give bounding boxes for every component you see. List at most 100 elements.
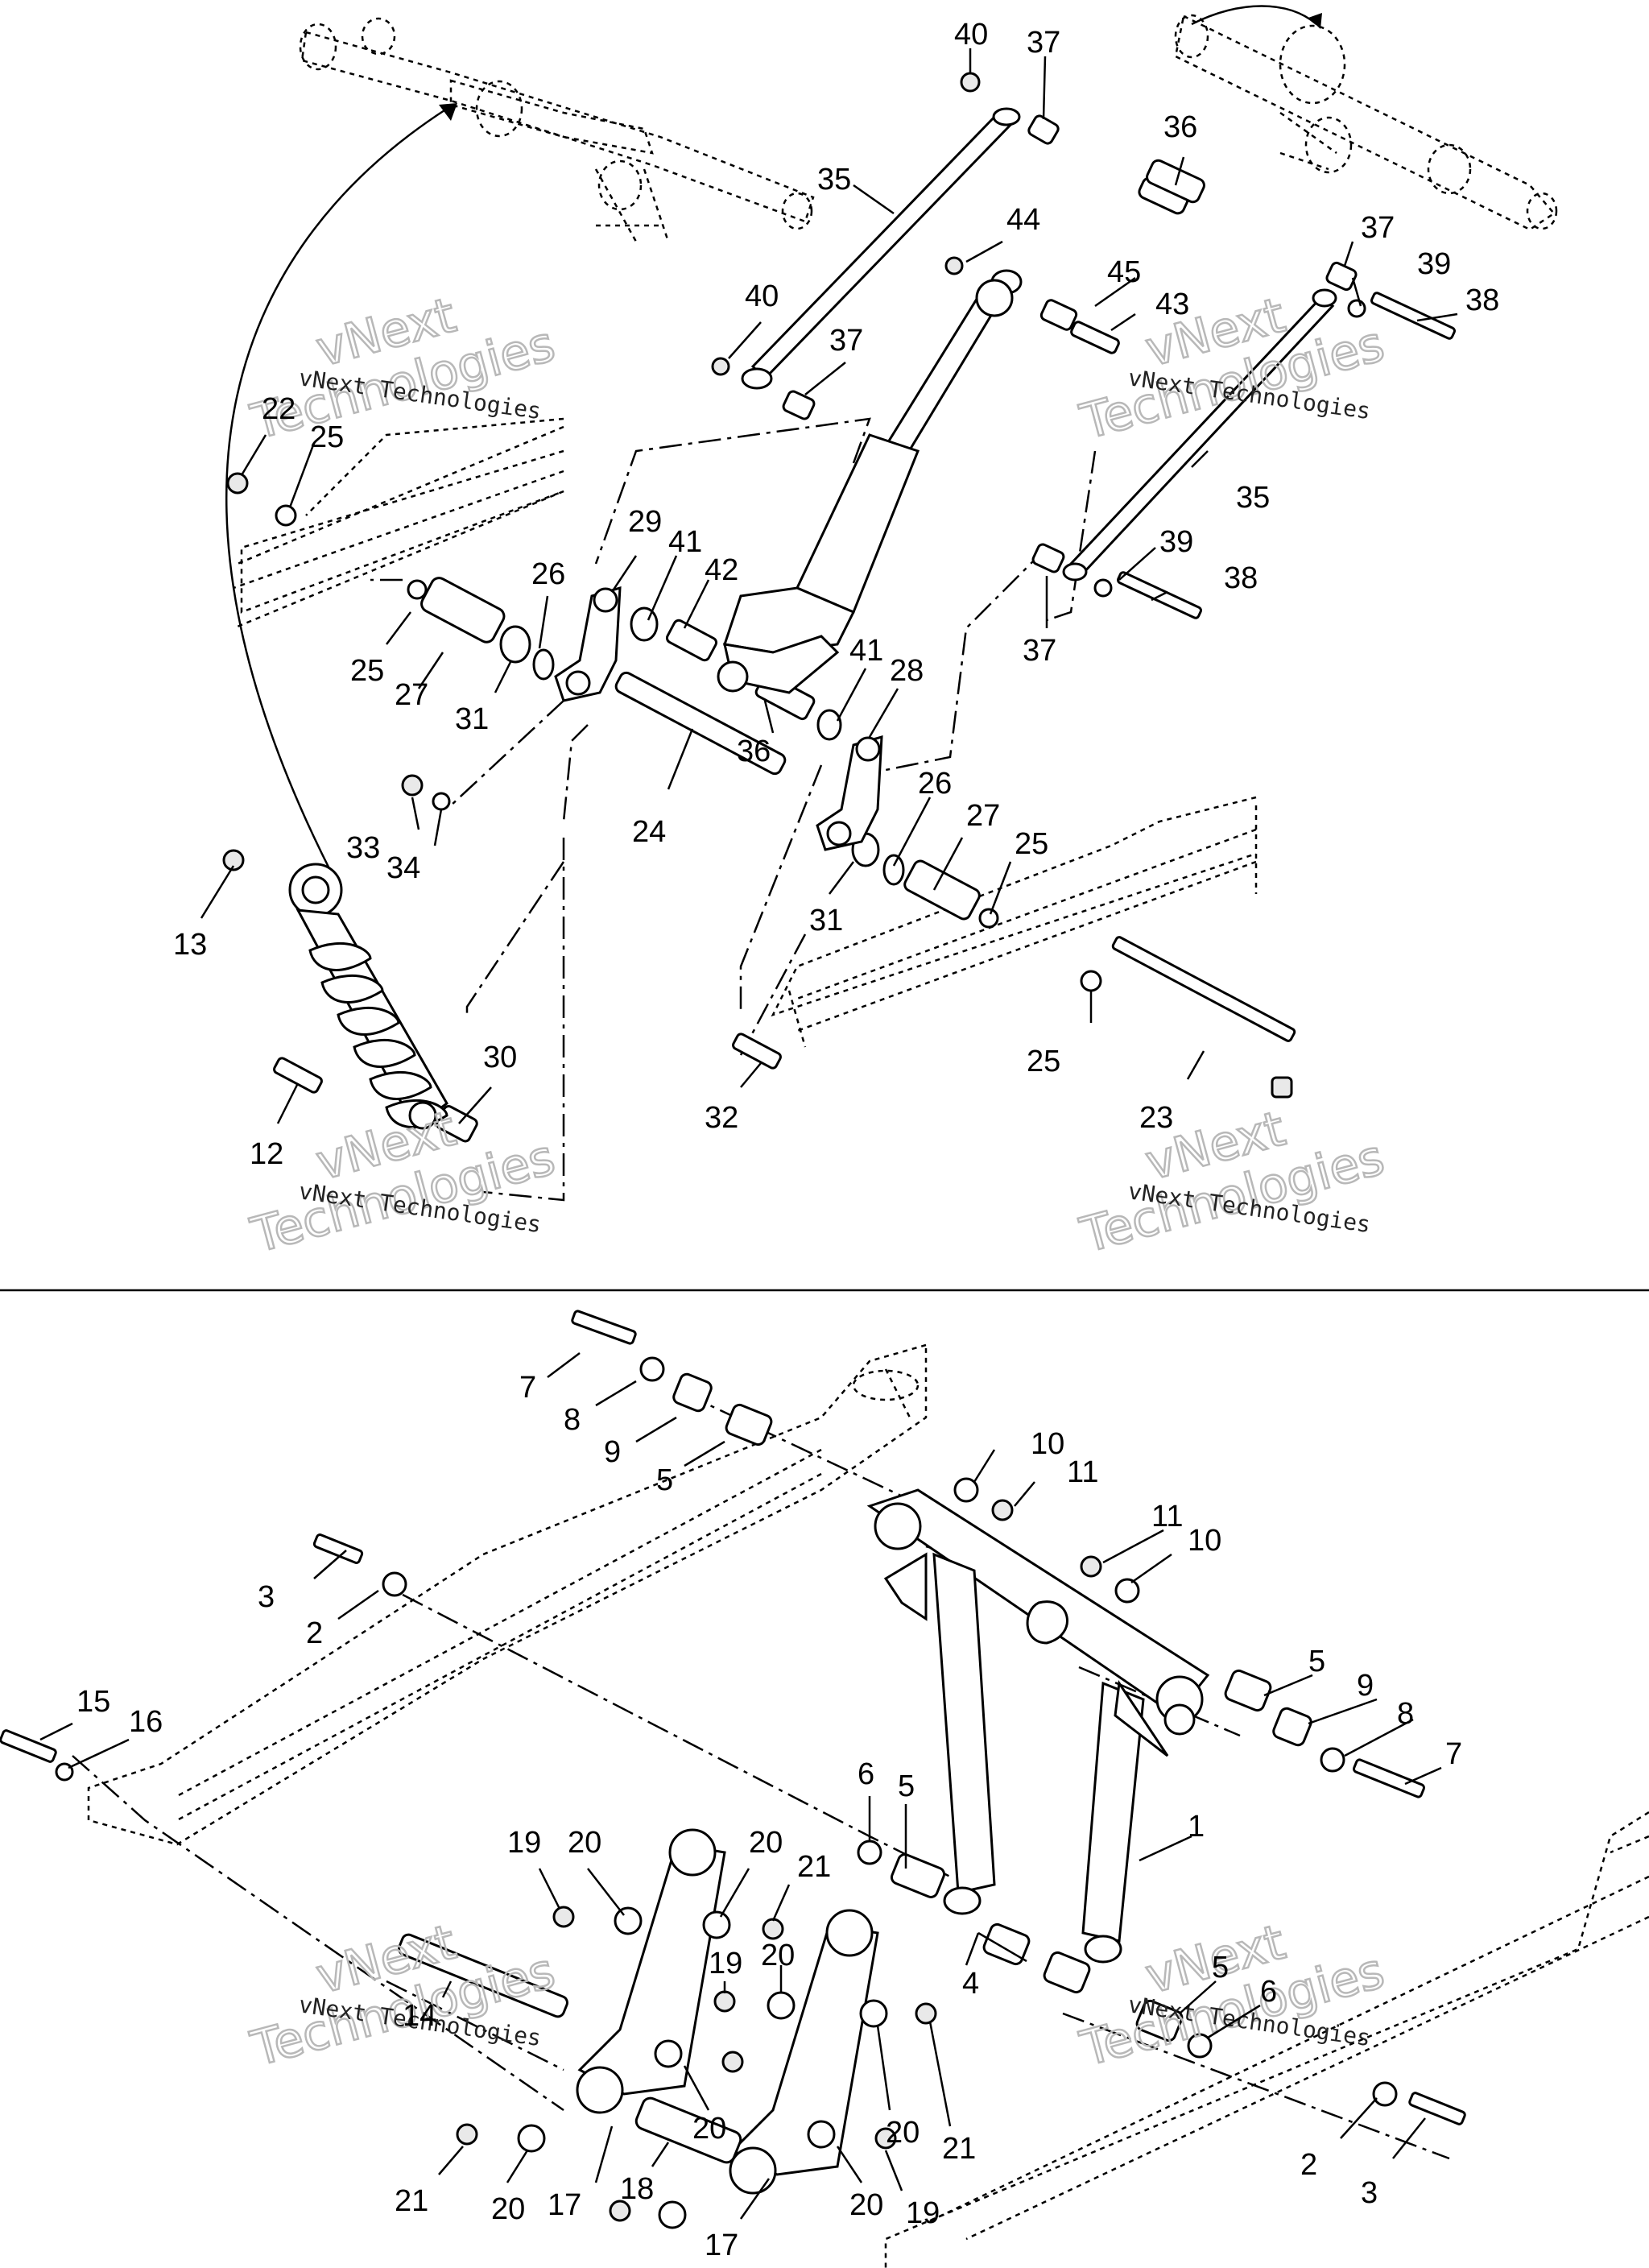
callout-38: 38: [1465, 284, 1499, 317]
callout-28: 28: [890, 654, 924, 688]
callout-7: 7: [1445, 1737, 1462, 1771]
callout-38: 38: [1224, 561, 1258, 595]
callout-44: 44: [1006, 203, 1040, 237]
callout-23: 23: [1139, 1101, 1173, 1135]
callout-9: 9: [1357, 1669, 1374, 1703]
callout-27: 27: [966, 799, 1000, 833]
callout-14: 14: [403, 1999, 436, 2033]
callout-6: 6: [858, 1757, 874, 1791]
callout-29: 29: [628, 505, 662, 539]
callout-1: 1: [1188, 1810, 1205, 1844]
callout-18: 18: [620, 2172, 654, 2206]
callout-39: 39: [1417, 247, 1451, 281]
callout-2: 2: [1300, 2148, 1317, 2182]
callout-35: 35: [817, 163, 851, 197]
callout-7: 7: [519, 1371, 536, 1405]
assembly-arrow-left: [225, 107, 448, 887]
callout-17: 17: [705, 2229, 738, 2262]
callout-37: 37: [1027, 26, 1060, 60]
left-rail-upper-phantom: [233, 417, 564, 630]
right-rail-lower-phantom: [884, 1811, 1649, 2268]
callout-33: 33: [346, 831, 380, 865]
callout-30: 30: [483, 1041, 517, 1074]
callout-41: 41: [668, 525, 702, 559]
lower-link-17-right: [729, 1909, 879, 2195]
callout-4: 4: [962, 1967, 979, 2001]
callout-20: 20: [886, 2116, 920, 2150]
callout-21: 21: [395, 2184, 428, 2218]
callout-42: 42: [705, 553, 738, 587]
callout-12: 12: [250, 1137, 283, 1171]
rocker-arm-28: [816, 735, 883, 851]
callout-20: 20: [761, 1939, 795, 1972]
front-cross-shaft-phantom: [299, 17, 815, 242]
callout-3: 3: [1361, 2176, 1378, 2210]
main-shock-absorber: [288, 863, 448, 1130]
callout-21: 21: [942, 2132, 976, 2166]
callout-9: 9: [604, 1435, 621, 1469]
callout-19: 19: [709, 1947, 742, 1980]
callout-32: 32: [705, 1101, 738, 1135]
callout-15: 15: [76, 1685, 110, 1719]
watermark-upper-right: vNext Technologies vNext Technologies: [1074, 286, 1391, 452]
callout-10: 10: [1188, 1524, 1221, 1558]
callout-20: 20: [692, 2112, 726, 2146]
callout-20: 20: [491, 2192, 525, 2226]
callout-22: 22: [262, 392, 295, 426]
rod-eye-top: [992, 107, 1021, 126]
callout-43: 43: [1155, 288, 1189, 321]
callout-11: 11: [1151, 1500, 1183, 1533]
lower-assembly: vNext Technologies vNext Technologies vN…: [0, 1310, 1649, 2268]
assembly-arrow-right: [1191, 5, 1317, 26]
callout-17: 17: [548, 2188, 581, 2222]
callout-25: 25: [350, 654, 384, 688]
callout-26: 26: [531, 557, 565, 591]
callout-5: 5: [898, 1769, 915, 1803]
callout-25: 25: [310, 420, 344, 454]
callout-19: 19: [507, 1826, 541, 1860]
rod-eye-bottom: [741, 367, 773, 390]
watermark-mid-left: vNext Technologies vNext Technologies: [245, 1099, 562, 1265]
lower-small-hardware: [0, 1310, 1466, 2229]
callout-10: 10: [1031, 1427, 1064, 1461]
callout-37: 37: [1023, 634, 1056, 668]
callout-24: 24: [632, 815, 666, 849]
callout-37: 37: [829, 324, 863, 358]
upper-assembly: vNext Technologies vNext Technologies vN…: [173, 5, 1558, 1265]
callout-41: 41: [849, 634, 883, 668]
callout-39: 39: [1159, 525, 1193, 559]
callout-20: 20: [568, 1826, 601, 1860]
callout-19: 19: [906, 2196, 940, 2230]
watermark-lower-left: vNext Technologies vNext Technologies: [245, 1913, 562, 2079]
callout-27: 27: [395, 678, 428, 712]
lower-callouts: 7 8 9 5 10 11 11 10 3 2 5 9 8 7 15 16 6 …: [76, 1371, 1462, 2262]
callout-6: 6: [1260, 1975, 1277, 2009]
link-shock-absorber: [717, 279, 1014, 694]
watermark-lower-right: vNext Technologies vNext Technologies: [1074, 1913, 1391, 2079]
upper-leader-lines: [200, 48, 1458, 1124]
callout-34: 34: [386, 851, 420, 885]
rear-cross-shaft-phantom: [1174, 14, 1558, 231]
lower-leader-lines: [39, 1352, 1442, 2220]
upper-small-hardware: [222, 72, 1456, 1143]
callout-40: 40: [745, 279, 779, 313]
callout-45: 45: [1107, 255, 1141, 289]
callout-16: 16: [129, 1705, 163, 1739]
upper-guide-lines: [370, 417, 1097, 1202]
watermark-mid-right: vNext Technologies vNext Technologies: [1074, 1099, 1391, 1265]
callout-2: 2: [306, 1616, 323, 1650]
callout-13: 13: [173, 928, 207, 962]
callout-11: 11: [1067, 1455, 1098, 1489]
callout-20: 20: [849, 2188, 883, 2222]
callout-3: 3: [258, 1580, 275, 1614]
callout-20: 20: [749, 1826, 783, 1860]
callout-36: 36: [1163, 110, 1197, 144]
callout-40: 40: [954, 18, 988, 52]
callout-25: 25: [1015, 827, 1048, 861]
callout-26: 26: [918, 767, 952, 801]
callout-5: 5: [1212, 1951, 1229, 1984]
callout-25: 25: [1027, 1045, 1060, 1078]
callout-37: 37: [1361, 211, 1395, 245]
callout-5: 5: [1308, 1645, 1325, 1678]
